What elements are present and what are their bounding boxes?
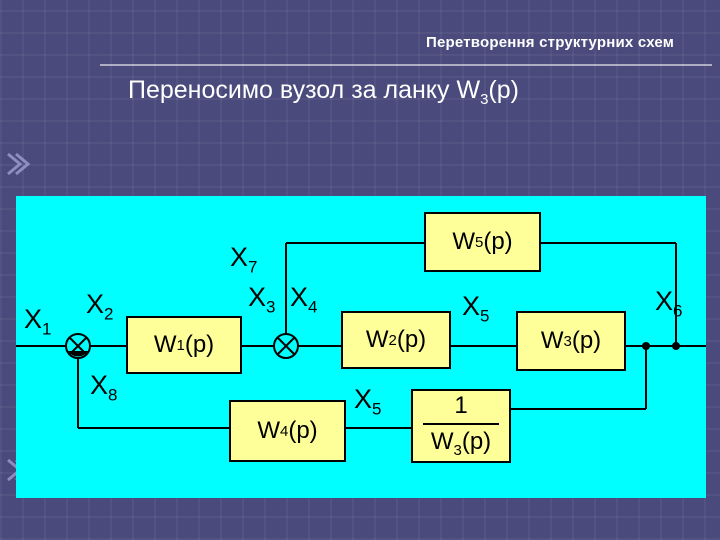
signal-x5-lower: X5 <box>354 384 382 419</box>
diagram-lines <box>16 242 706 429</box>
subtitle-tail: (p) <box>488 76 519 104</box>
fraction-bar <box>423 422 499 425</box>
signal-x4: X4 <box>290 282 318 317</box>
signal-x8: X8 <box>90 370 118 405</box>
fraction-numerator: 1 <box>454 392 468 420</box>
slide-header: Перетворення структурних схем <box>426 34 674 51</box>
signal-x7: X7 <box>230 242 258 277</box>
header-divider <box>100 64 712 66</box>
fraction-denominator: W3(p) <box>430 427 492 459</box>
signal-x1: X1 <box>24 304 52 339</box>
block-inverse-w3: 1 W3(p) <box>411 389 511 463</box>
signal-x5-upper: X5 <box>462 291 490 326</box>
signal-x2: X2 <box>86 289 114 324</box>
slide-subtitle: Переносимо вузол за ланку W3(p) <box>128 76 519 108</box>
signal-x3: X3 <box>248 282 276 317</box>
signal-x6: X6 <box>655 286 683 321</box>
subtitle-text: Переносимо вузол за ланку W <box>128 76 481 104</box>
subtitle-subscript: 3 <box>480 91 489 108</box>
